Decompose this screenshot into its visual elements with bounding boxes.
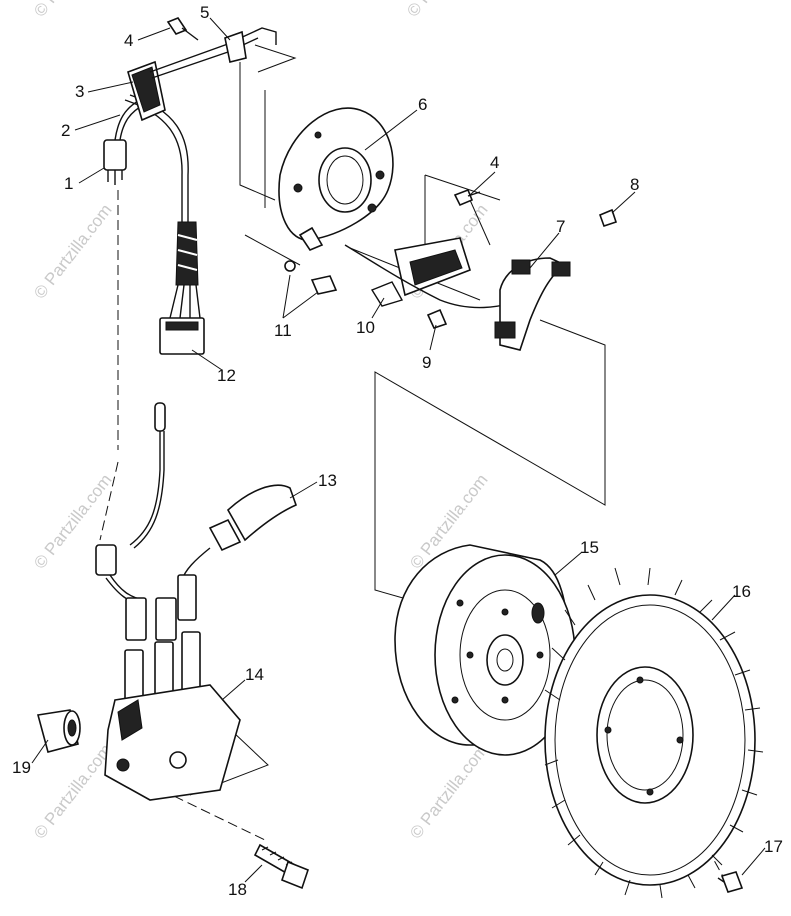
- screws-upper: [284, 188, 618, 329]
- clamp-5: [224, 30, 247, 63]
- screw-9: [426, 308, 448, 329]
- bolt-17: [717, 871, 744, 893]
- wire-harness-upper: [103, 17, 277, 225]
- callout-17: 17: [764, 837, 783, 856]
- callout-3: 3: [75, 82, 84, 101]
- screw-4-right: [453, 188, 474, 207]
- ignition-coil-14: [104, 684, 241, 801]
- callout-2: 2: [61, 121, 70, 140]
- callout-1: 1: [64, 174, 73, 193]
- coil-10: [344, 237, 521, 309]
- callout-15: 15: [580, 538, 599, 557]
- flywheel-15: [394, 544, 576, 756]
- spark-plug-cap-13: [226, 484, 298, 542]
- callout-7: 7: [556, 217, 565, 236]
- callout-14: 14: [245, 665, 264, 684]
- callout-6: 6: [418, 95, 427, 114]
- watermark-3: © Partzilla.com: [30, 200, 116, 302]
- watermark-7: © Partzilla.com: [30, 740, 116, 842]
- callout-9: 9: [422, 353, 431, 372]
- callout-4-top: 4: [124, 31, 133, 50]
- pulser-7: [494, 257, 571, 351]
- callout-16: 16: [732, 582, 751, 601]
- leader-lines: [31, 17, 766, 883]
- callout-4-right: 4: [490, 153, 499, 172]
- callouts: 1 2 3 4 4 5 6 7 8 9 10 11 12 13 14 15 16…: [12, 3, 783, 899]
- watermark-2: © Partzilla.com: [403, 0, 489, 20]
- watermark-1: © Partzilla.com: [30, 0, 116, 20]
- callout-8: 8: [630, 175, 639, 194]
- cap-19: [36, 709, 81, 753]
- bolt-18: [253, 843, 309, 890]
- stator-plate-6: [278, 107, 394, 251]
- connector-1: [103, 139, 127, 171]
- callout-5: 5: [200, 3, 209, 22]
- callout-10: 10: [356, 318, 375, 337]
- callout-11: 11: [274, 321, 292, 340]
- callout-19: 19: [12, 758, 31, 777]
- cooling-fan-16: [544, 567, 764, 899]
- watermark-8: © Partzilla.com: [406, 740, 492, 842]
- screw-8: [598, 208, 618, 228]
- screw-4-top: [166, 17, 188, 35]
- ignition-coil-assembly: [95, 402, 298, 801]
- callout-12: 12: [217, 366, 236, 385]
- callout-18: 18: [228, 880, 247, 899]
- wire-coil-and-connector-12: [159, 221, 205, 355]
- screw-11: [310, 275, 338, 295]
- callout-13: 13: [318, 471, 337, 490]
- washer-11: [284, 260, 296, 272]
